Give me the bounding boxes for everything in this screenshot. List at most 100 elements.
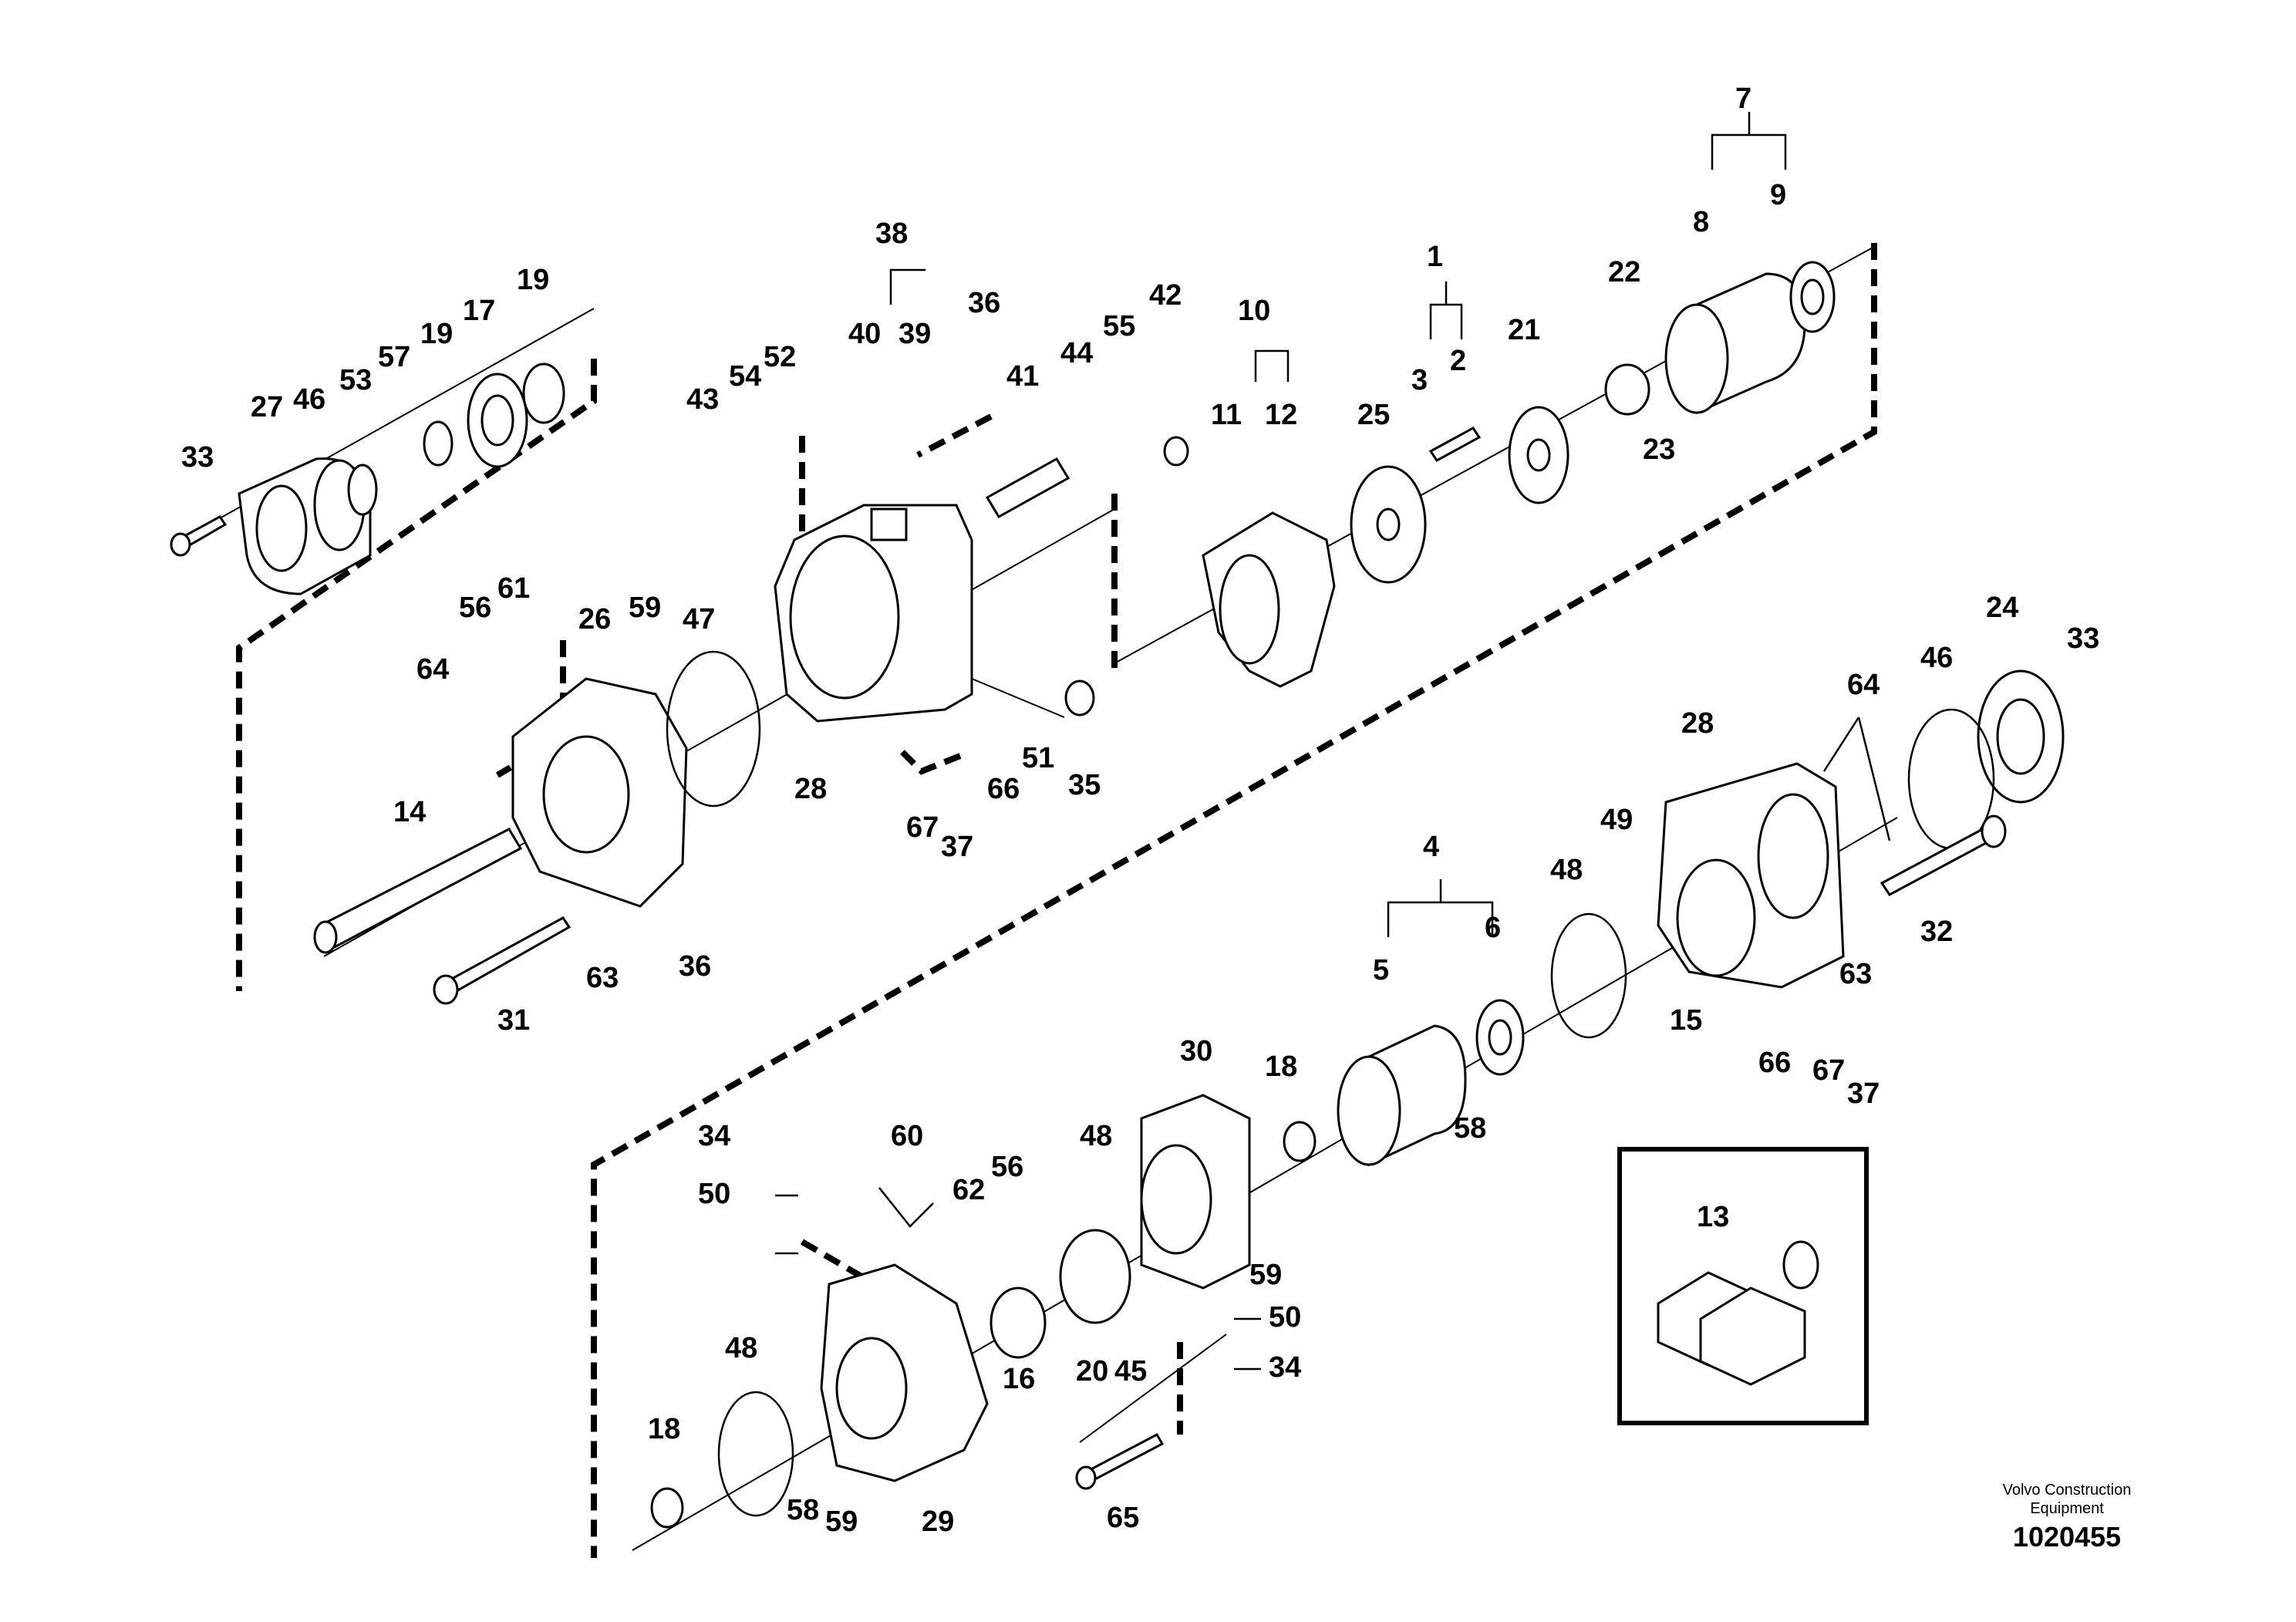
leader-lines bbox=[775, 112, 1891, 1371]
callout-42: 42 bbox=[1149, 279, 1182, 312]
part-41-regulator-spool bbox=[985, 457, 1070, 519]
callout-44: 44 bbox=[1060, 337, 1093, 369]
callout-47: 47 bbox=[683, 603, 715, 636]
callout-59-mid: 59 bbox=[1249, 1259, 1282, 1291]
callout-46-top: 46 bbox=[293, 383, 325, 416]
part-30-end-cover bbox=[1140, 1094, 1251, 1290]
callout-21: 21 bbox=[1508, 314, 1540, 346]
part-11-swash-plate bbox=[1202, 511, 1336, 688]
callout-41: 41 bbox=[1006, 360, 1039, 393]
brand-line-2: Equipment bbox=[2030, 1500, 2104, 1517]
callout-25: 25 bbox=[1357, 399, 1390, 431]
part-28-rear-housing bbox=[1657, 762, 1845, 989]
callout-40: 40 bbox=[848, 318, 881, 350]
callout-66-top: 66 bbox=[987, 773, 1020, 805]
callout-61: 61 bbox=[497, 572, 530, 605]
callout-46-right: 46 bbox=[1920, 642, 1953, 674]
callout-38: 38 bbox=[875, 218, 908, 250]
callout-23: 23 bbox=[1643, 433, 1675, 466]
part-9-valve-plate bbox=[1789, 261, 1836, 333]
callout-54: 54 bbox=[729, 360, 761, 393]
callout-17: 17 bbox=[463, 295, 495, 327]
part-18-bushing bbox=[650, 1121, 1317, 1529]
part-19-ring bbox=[423, 363, 565, 467]
part-65-bolt bbox=[1075, 1433, 1165, 1490]
part-8-cylinder-block bbox=[1664, 272, 1806, 415]
callout-67-right: 67 bbox=[1812, 1054, 1845, 1087]
callout-22: 22 bbox=[1608, 256, 1640, 288]
callout-12: 12 bbox=[1265, 399, 1297, 431]
part-33-bolt bbox=[170, 515, 228, 557]
callout-59-bottom: 59 bbox=[825, 1506, 858, 1538]
callout-13: 13 bbox=[1697, 1201, 1729, 1233]
callout-28-right: 28 bbox=[1681, 707, 1714, 740]
callout-43: 43 bbox=[686, 383, 719, 416]
callout-36-top: 36 bbox=[968, 287, 1000, 319]
callout-62: 62 bbox=[952, 1174, 985, 1206]
callout-29: 29 bbox=[922, 1506, 954, 1538]
brand-line-1: Volvo Construction bbox=[2002, 1482, 2132, 1499]
callout-60: 60 bbox=[891, 1120, 923, 1152]
part-29-gear-pump-housing bbox=[820, 1263, 989, 1482]
part-48-o-ring bbox=[717, 912, 1627, 1517]
part-32-bolt bbox=[1880, 814, 2007, 896]
callout-33-right: 33 bbox=[2067, 622, 2099, 655]
part-26-end-cover bbox=[511, 677, 688, 908]
callout-57: 57 bbox=[378, 341, 410, 373]
callout-49: 49 bbox=[1600, 804, 1633, 836]
part-2-pin bbox=[1428, 427, 1482, 462]
part-24-flange bbox=[1977, 669, 2065, 804]
callout-66-right: 66 bbox=[1758, 1047, 1791, 1079]
callout-31: 31 bbox=[497, 1004, 530, 1037]
part-14-shaft bbox=[313, 828, 523, 954]
callout-52: 52 bbox=[764, 341, 796, 373]
callout-65: 65 bbox=[1107, 1502, 1139, 1534]
callout-15: 15 bbox=[1670, 1004, 1702, 1037]
part-46-o-ring bbox=[1907, 708, 1995, 850]
inset-part-13 bbox=[1617, 1147, 1869, 1425]
part-21-retainer-plate bbox=[1508, 406, 1569, 504]
callout-27: 27 bbox=[251, 391, 283, 423]
callout-32: 32 bbox=[1920, 916, 1953, 948]
part-25-plate bbox=[1350, 465, 1427, 584]
callout-56-bottom: 56 bbox=[991, 1151, 1023, 1183]
callout-3: 3 bbox=[1411, 364, 1428, 396]
callout-53: 53 bbox=[339, 364, 372, 396]
callout-18-left: 18 bbox=[648, 1413, 680, 1445]
part-6-valve-plate bbox=[1475, 999, 1525, 1076]
part-16-gear bbox=[990, 1286, 1047, 1359]
part-31-bolt bbox=[433, 916, 571, 1005]
callout-26: 26 bbox=[578, 603, 611, 636]
part-35-plug bbox=[1064, 679, 1095, 717]
part-53-ring bbox=[347, 464, 378, 516]
callout-50-top: 50 bbox=[698, 1178, 730, 1210]
callout-63-left: 63 bbox=[586, 962, 619, 994]
callout-48-right: 48 bbox=[1550, 854, 1583, 886]
callout-16: 16 bbox=[1003, 1363, 1035, 1395]
callout-18-right: 18 bbox=[1265, 1050, 1297, 1083]
callout-34-top: 34 bbox=[698, 1120, 730, 1152]
part-17-bearing bbox=[467, 373, 528, 468]
callout-34-bottom: 34 bbox=[1269, 1351, 1301, 1384]
callout-63-right: 63 bbox=[1839, 958, 1872, 990]
callout-30: 30 bbox=[1180, 1035, 1212, 1067]
document-number: 1020455 bbox=[2012, 1521, 2122, 1553]
callout-9: 9 bbox=[1770, 179, 1786, 211]
callout-7: 7 bbox=[1735, 83, 1752, 115]
callout-45: 45 bbox=[1114, 1355, 1147, 1388]
callout-8: 8 bbox=[1693, 206, 1709, 238]
callout-11: 11 bbox=[1211, 399, 1242, 431]
callout-39: 39 bbox=[899, 318, 931, 350]
callout-33-left: 33 bbox=[181, 441, 214, 474]
callout-19-mid: 19 bbox=[420, 318, 453, 350]
part-28-pump-housing bbox=[774, 504, 973, 723]
callout-50-bottom: 50 bbox=[1269, 1301, 1301, 1334]
callout-36-left: 36 bbox=[679, 950, 711, 983]
callout-4: 4 bbox=[1423, 831, 1439, 863]
part-42-plug bbox=[1163, 436, 1189, 467]
callout-35: 35 bbox=[1068, 769, 1101, 801]
callout-24: 24 bbox=[1986, 592, 2018, 624]
callout-48-mid: 48 bbox=[1080, 1120, 1112, 1152]
callout-6: 6 bbox=[1485, 912, 1501, 944]
